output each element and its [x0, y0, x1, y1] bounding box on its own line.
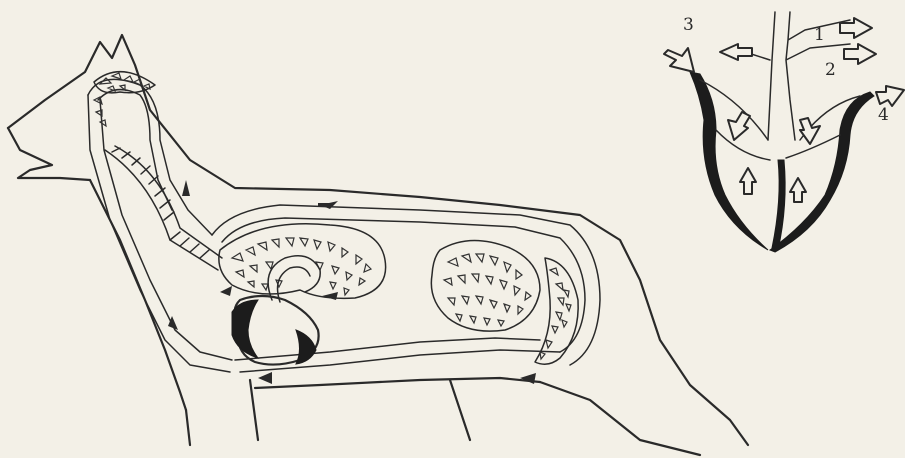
inset-label-3: 3: [683, 15, 694, 35]
inset-label-4: 4: [878, 105, 889, 125]
inset-label-2: 2: [825, 60, 836, 80]
inset-label-1: 1: [814, 25, 825, 45]
